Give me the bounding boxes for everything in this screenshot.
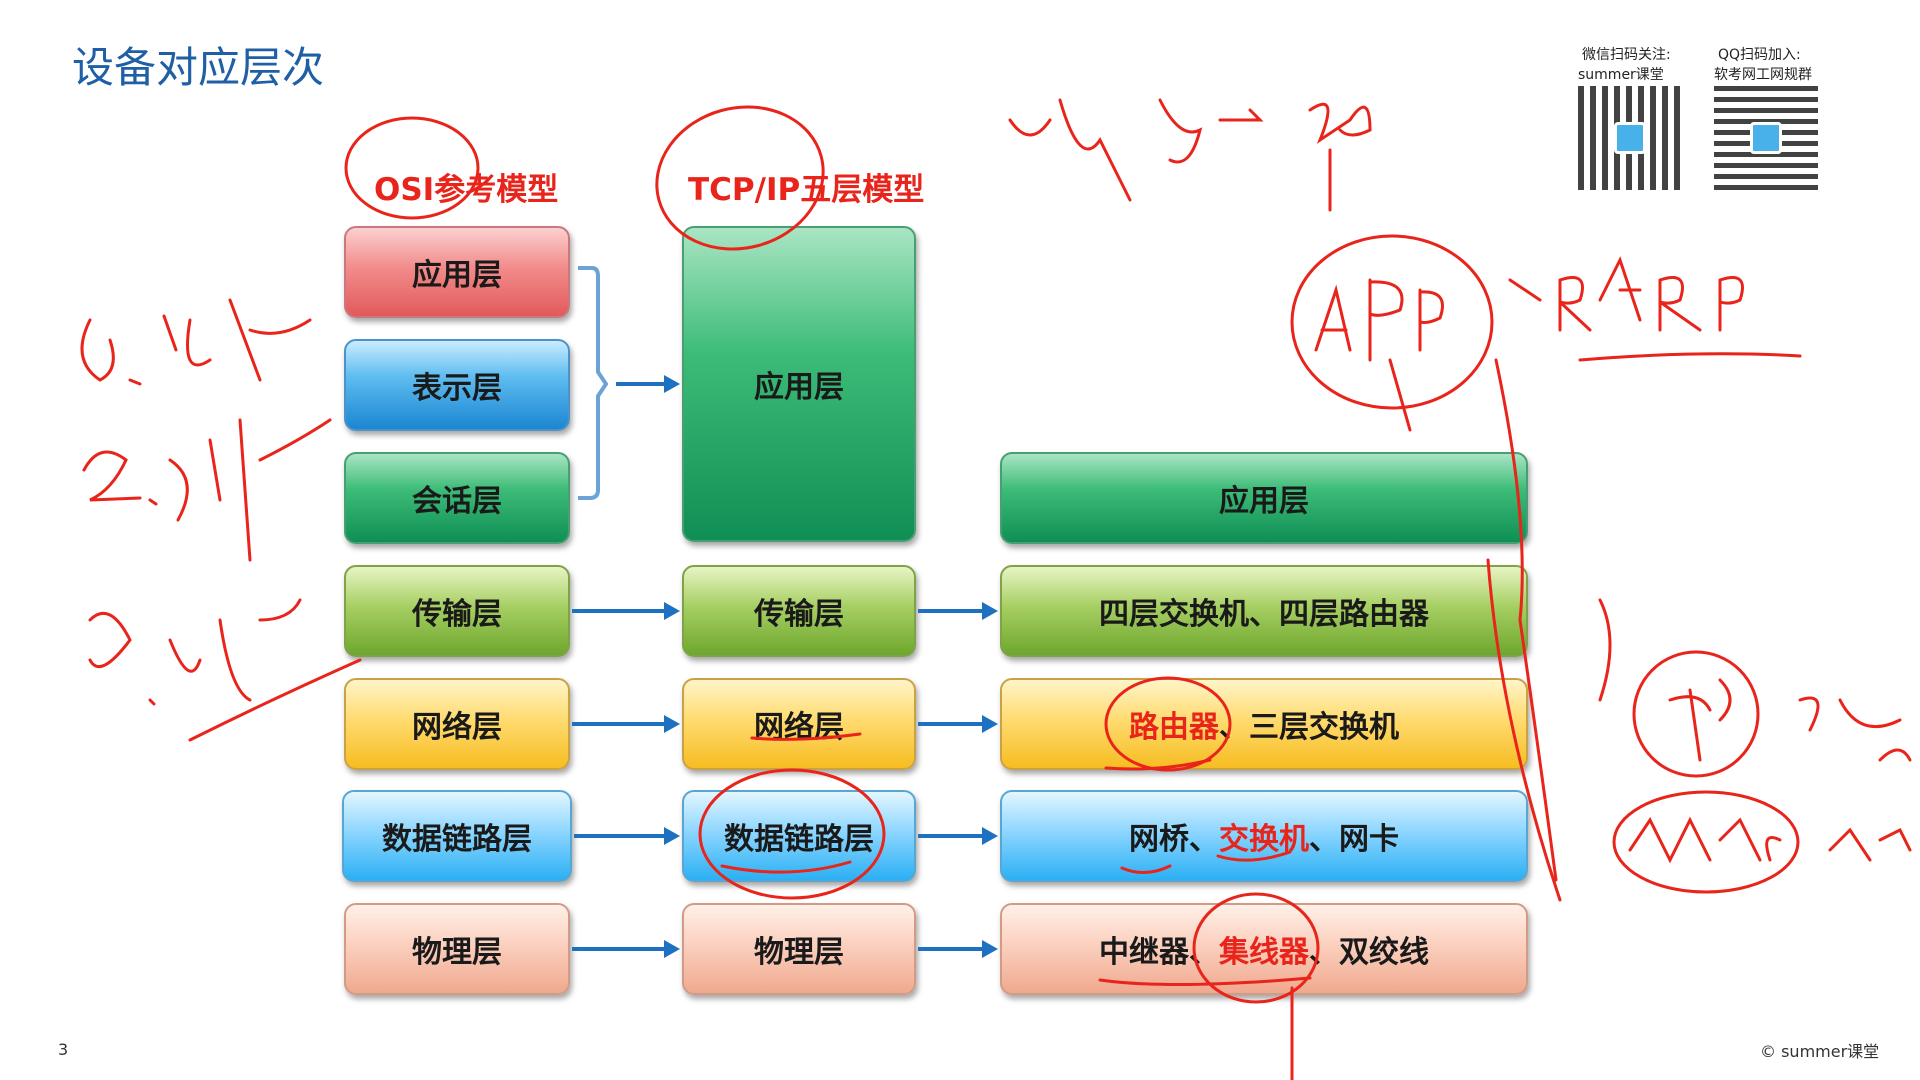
qq-qr-sub: 软考网工网规群	[1714, 67, 1812, 83]
twisted-pair-label: 、双绞线	[1309, 935, 1429, 970]
arrow-upper-to-app	[616, 375, 680, 393]
osi-physical-layer: 物理层	[344, 903, 570, 995]
osi-session-layer: 会话层	[344, 452, 570, 544]
wechat-qr-label: 微信扫码关注:	[1582, 47, 1671, 63]
device-transport-row: 四层交换机、四层路由器	[1000, 565, 1528, 657]
tcpip-network-layer: 网络层	[682, 678, 916, 770]
arrow-osi-physical	[572, 940, 680, 958]
arrow-osi-network	[572, 715, 680, 733]
l3-switch-label: 、三层交换机	[1219, 710, 1399, 745]
nic-label: 、网卡	[1309, 822, 1399, 857]
wechat-qr-sub: summer课堂	[1578, 67, 1664, 83]
arrow-osi-transport	[572, 602, 680, 620]
wechat-qr-code[interactable]	[1578, 86, 1682, 190]
arrow-tcp-datalink	[918, 827, 998, 845]
osi-datalink-layer: 数据链路层	[342, 790, 572, 882]
qr-logo-icon	[1750, 122, 1782, 154]
device-datalink-row: 网桥、交换机、网卡	[1000, 790, 1528, 882]
bridge-label: 网桥、	[1129, 822, 1219, 857]
device-network-row: 路由器、三层交换机	[1000, 678, 1528, 770]
arrow-tcp-transport	[918, 602, 998, 620]
osi-transport-layer: 传输层	[344, 565, 570, 657]
page-title: 设备对应层次	[72, 43, 325, 92]
osi-application-layer: 应用层	[344, 226, 570, 318]
device-application-layer: 应用层	[1000, 452, 1528, 544]
device-physical-row: 中继器、集线器、双绞线	[1000, 903, 1528, 995]
arrow-tcp-network	[918, 715, 998, 733]
switch-label: 交换机	[1219, 822, 1309, 857]
qq-qr-code[interactable]	[1714, 86, 1818, 190]
tcpip-model-header: TCP/IP五层模型	[688, 172, 925, 208]
arrow-osi-datalink	[574, 827, 680, 845]
qq-qr-label: QQ扫码加入:	[1718, 47, 1801, 63]
repeater-label: 中继器、	[1099, 935, 1219, 970]
osi-network-layer: 网络层	[344, 678, 570, 770]
tcpip-physical-layer: 物理层	[682, 903, 916, 995]
osi-model-header: OSI参考模型	[374, 172, 559, 208]
copyright: © summer课堂	[1760, 1042, 1880, 1061]
router-label: 路由器	[1129, 710, 1219, 745]
hub-label: 集线器	[1219, 935, 1309, 970]
tcpip-application-layer: 应用层	[682, 226, 916, 542]
qr-logo-icon	[1614, 122, 1646, 154]
arrow-tcp-physical	[918, 940, 998, 958]
page-number: 3	[58, 1040, 69, 1059]
tcpip-transport-layer: 传输层	[682, 565, 916, 657]
osi-presentation-layer: 表示层	[344, 339, 570, 431]
